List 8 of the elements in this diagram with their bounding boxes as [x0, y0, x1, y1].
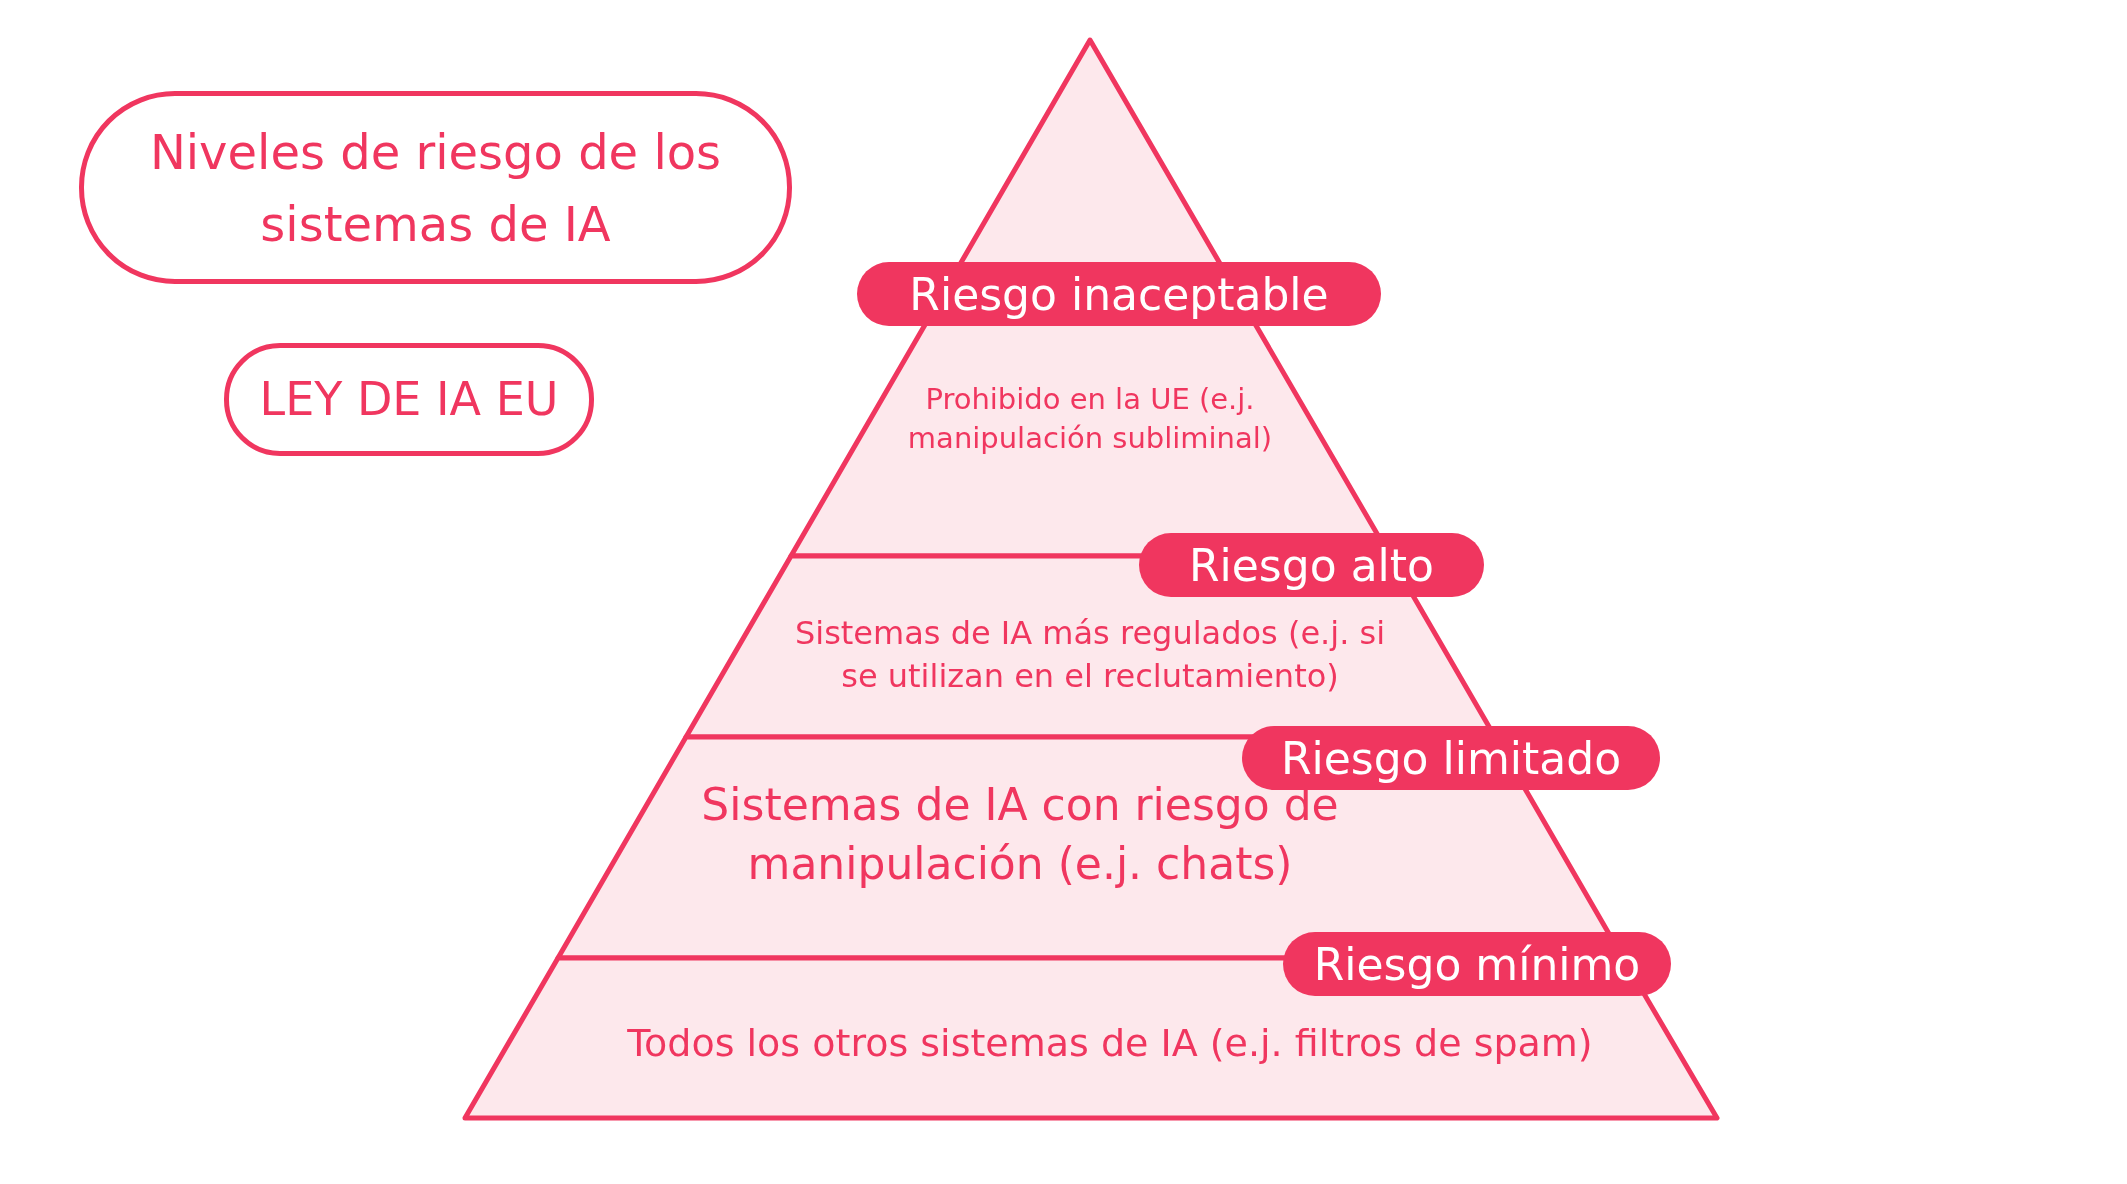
tier-description: Todos los otros sistemas de IA (e.j. filtros de spam)	[626, 1020, 1594, 1067]
tier-heading: Riesgo limitado	[1242, 726, 1660, 790]
tier-heading: Riesgo mínimo	[1283, 932, 1671, 996]
title-box: Niveles de riesgo de los sistemas de IA	[79, 91, 792, 284]
tier-description: Sistemas de IA más regulados (e.j. si se utilizan en el reclutamiento)	[793, 613, 1387, 698]
law-badge: LEY DE IA EU	[224, 343, 594, 456]
tier-heading: Riesgo alto	[1139, 533, 1484, 597]
tier-description: Prohibido en la UE (e.j. manipulación subliminal)	[906, 381, 1274, 458]
